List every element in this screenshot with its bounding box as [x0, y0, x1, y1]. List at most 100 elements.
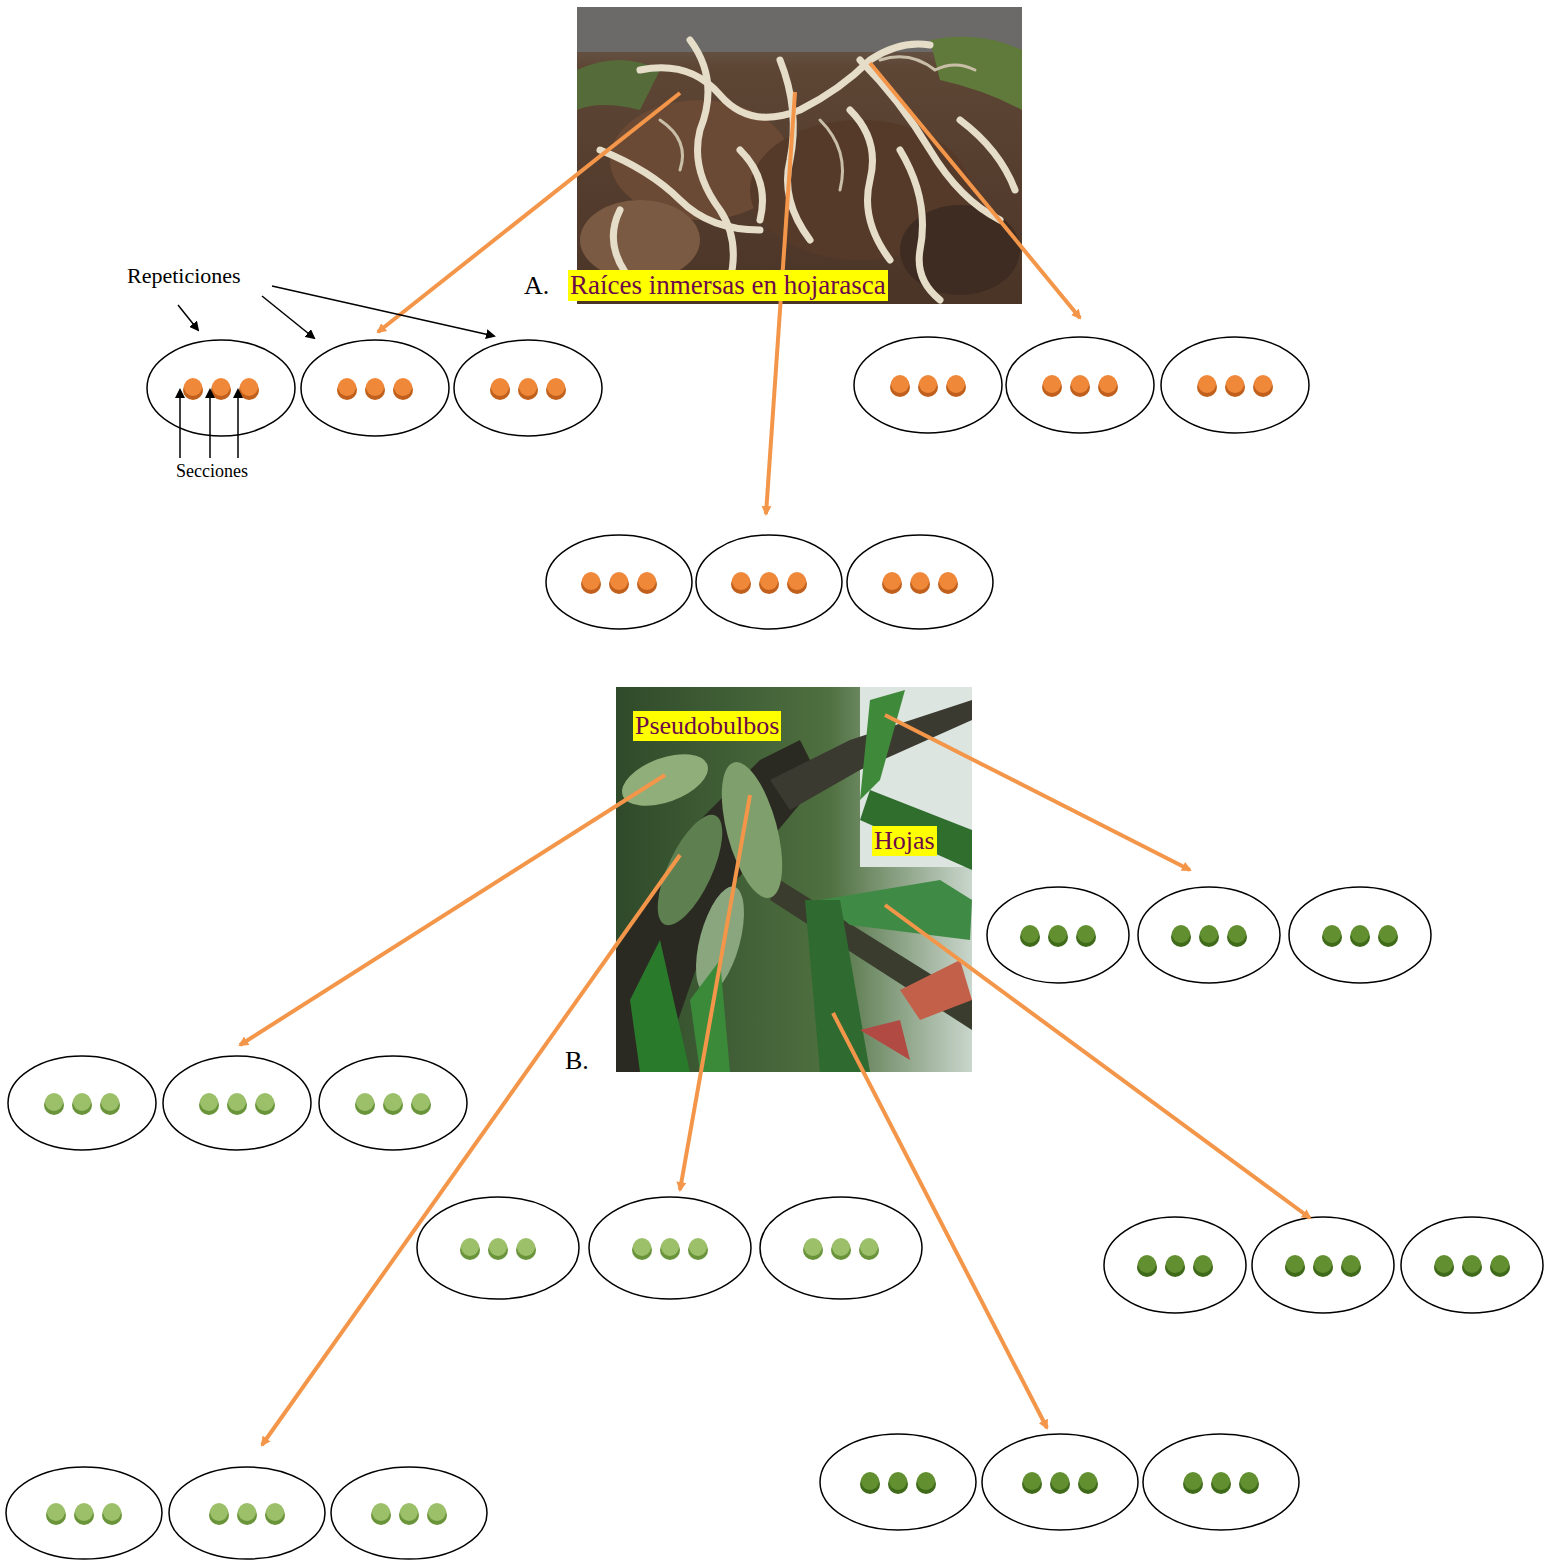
photo-label: Hojas: [872, 826, 937, 856]
panel-letter: B.: [565, 1046, 589, 1076]
illustration-part: [740, 150, 763, 220]
section-dot: [428, 1503, 446, 1521]
replicate-ellipse: [847, 535, 993, 629]
section-dot: [804, 1238, 822, 1256]
section-dot: [240, 378, 258, 396]
replicate-groups: [6, 337, 1543, 1559]
section-dot: [45, 1093, 63, 1111]
section-dot: [939, 572, 957, 590]
label-slot: Hojas: [872, 826, 937, 856]
replicate-ellipse: [1252, 1217, 1394, 1313]
illustration-part: [690, 40, 733, 280]
section-dot: [1172, 925, 1190, 943]
section-dot: [861, 1472, 879, 1490]
section-dot: [1023, 1472, 1041, 1490]
panel-letter: A.: [524, 271, 549, 301]
section-dot: [947, 375, 965, 393]
replicate-ellipse: [1104, 1217, 1246, 1313]
section-dot: [911, 572, 929, 590]
section-dot: [47, 1503, 65, 1521]
replicate-ellipse: [820, 1434, 976, 1530]
section-dot: [1463, 1255, 1481, 1273]
replicate-ellipse: [6, 1467, 162, 1559]
section-dot: [1200, 925, 1218, 943]
section-dot: [1228, 925, 1246, 943]
illustration-part: [660, 57, 975, 190]
replicate-ellipse: [760, 1197, 922, 1299]
section-dot: [1435, 1255, 1453, 1273]
replicate-ellipse: [163, 1056, 311, 1150]
section-dot: [1071, 375, 1089, 393]
section-dot: [75, 1503, 93, 1521]
illustration-part: [710, 756, 795, 904]
section-dot: [633, 1238, 651, 1256]
label-slot: B.: [565, 1046, 589, 1076]
callout-label: Repeticiones: [127, 263, 241, 288]
callout-label: Secciones: [176, 461, 248, 482]
section-dot: [212, 378, 230, 396]
photo-panel: PseudobulbosHojas: [616, 687, 972, 1072]
section-dot: [1138, 1255, 1156, 1273]
illustration-part: [850, 110, 890, 260]
section-dot: [519, 378, 537, 396]
replicate-ellipse: [546, 535, 692, 629]
illustration-part: [600, 40, 1015, 300]
section-dot: [394, 378, 412, 396]
section-dot: [489, 1238, 507, 1256]
replicate-ellipse: [1006, 337, 1154, 433]
section-dot: [238, 1503, 256, 1521]
replicate-ellipse: [454, 340, 602, 436]
callout-arrow: [237, 390, 239, 458]
illustration-part: [770, 880, 972, 1030]
replicate-ellipse: [319, 1056, 467, 1150]
section-dot: [689, 1238, 707, 1256]
label-slot: A.: [524, 271, 549, 301]
section-dot: [610, 572, 628, 590]
sample-arrow: [680, 795, 750, 1190]
label-slot: Raíces inmersas en hojarasca: [568, 270, 888, 301]
section-dot: [1240, 1472, 1258, 1490]
section-dot: [101, 1093, 119, 1111]
section-dot: [210, 1503, 228, 1521]
replicate-ellipse: [8, 1056, 156, 1150]
section-dot: [338, 378, 356, 396]
section-dot: [917, 1472, 935, 1490]
replicate-ellipse: [696, 535, 842, 629]
replicate-ellipse: [147, 340, 295, 436]
section-dot: [1166, 1255, 1184, 1273]
section-dot: [638, 572, 656, 590]
replicate-ellipse: [331, 1467, 487, 1559]
section-dot: [1077, 925, 1095, 943]
section-dot: [1049, 925, 1067, 943]
sample-arrow: [766, 92, 795, 514]
section-dot: [889, 1472, 907, 1490]
illustration-part: [900, 960, 972, 1020]
illustration-part: [930, 37, 1022, 110]
replicate-ellipse: [1138, 887, 1280, 983]
section-dot: [582, 572, 600, 590]
section-dot: [372, 1503, 390, 1521]
section-dot: [919, 375, 937, 393]
sample-arrow: [885, 905, 1310, 1218]
section-dot: [356, 1093, 374, 1111]
illustration-part: [615, 744, 715, 816]
section-dot: [412, 1093, 430, 1111]
replicate-ellipse: [169, 1467, 325, 1559]
section-dot: [1379, 925, 1397, 943]
illustration-part: [580, 200, 700, 280]
section-dot: [1323, 925, 1341, 943]
section-dot: [73, 1093, 91, 1111]
callout-arrow: [209, 390, 211, 458]
illustration-part: [805, 900, 870, 1072]
sample-arrow: [240, 775, 665, 1045]
section-dot: [1051, 1472, 1069, 1490]
roots-photo: [577, 7, 1022, 304]
section-dot: [788, 572, 806, 590]
illustration-part: [900, 150, 940, 300]
illustration-part: [880, 57, 975, 70]
illustration-part: [630, 940, 690, 1072]
section-dot: [760, 572, 778, 590]
callout-arrow: [179, 390, 181, 458]
section-dot: [1099, 375, 1117, 393]
section-dot: [860, 1238, 878, 1256]
